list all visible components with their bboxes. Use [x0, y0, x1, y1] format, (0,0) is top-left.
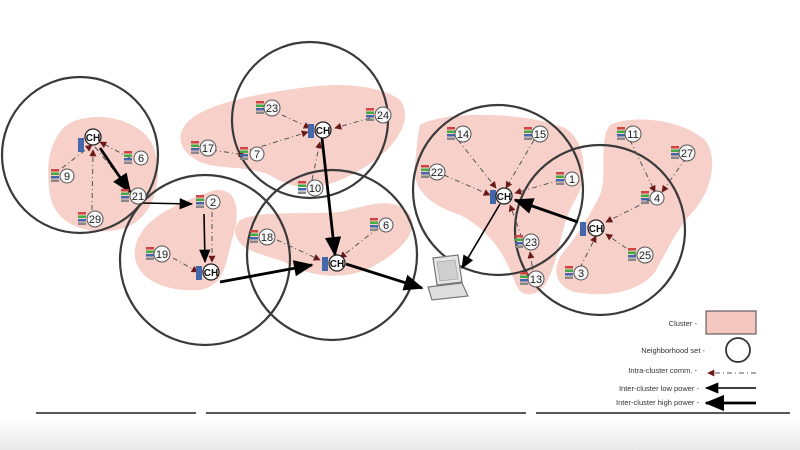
node-label: 23: [266, 103, 278, 115]
sensor-node-15: 15: [524, 125, 549, 143]
node-label: 19: [156, 249, 168, 261]
cluster-head-5: CH: [490, 187, 513, 205]
node-label: 2: [210, 197, 216, 209]
cluster-head-4: CH: [322, 254, 346, 272]
node-label: 24: [377, 110, 389, 122]
cluster-blob: [235, 203, 413, 276]
bottom-fade: [0, 418, 800, 450]
node-label: 6: [383, 220, 389, 232]
node-label: 21: [132, 191, 144, 203]
sensor-node-4: 4: [641, 190, 665, 206]
sensor-nodes: 9 6 21 29 23 24 17 7 10 2 19 18 6 14 15 …: [51, 99, 696, 288]
node-label: 23: [525, 237, 537, 249]
node-label: 3: [578, 268, 584, 280]
neighborhood-circle: [513, 143, 687, 317]
sensor-node-13: 13: [520, 270, 545, 288]
node-label: 27: [681, 148, 693, 160]
node-label: 11: [627, 129, 638, 141]
sensor-node-24: 24: [366, 106, 392, 124]
cluster-head-3: CH: [196, 263, 220, 281]
node-label: 4: [654, 193, 660, 205]
sensor-node-17: 17: [191, 139, 217, 157]
sensor-node-23: 23: [256, 99, 281, 117]
sensor-node-3: 3: [565, 265, 589, 281]
legend-intra-label: Intra-cluster comm. -: [628, 366, 697, 375]
neighborhood-circle: [245, 168, 419, 342]
sensor-node-25: 25: [628, 246, 654, 264]
neighborhood-circle: [0, 75, 160, 235]
sensor-node-6: 6: [370, 217, 394, 233]
svg-text:CH: CH: [497, 192, 511, 203]
svg-text:CH: CH: [589, 224, 603, 235]
legend-inter-high-label: Inter-cluster high power -: [616, 398, 699, 407]
legend-neighborhood-label: Neighborhood set -: [641, 346, 705, 355]
cluster-head-6: CH: [580, 219, 605, 237]
sink-laptop-icon: [427, 254, 469, 301]
sensor-node-29: 29: [78, 210, 104, 228]
legend-cluster-swatch: [705, 310, 757, 335]
inter-cluster-links: [98, 137, 579, 291]
sensor-node-27: 27: [671, 144, 696, 162]
node-label: 9: [64, 171, 70, 183]
sensor-node-11: 11: [617, 125, 642, 143]
cluster-blob: [556, 119, 713, 295]
legend: Cluster - Neighborhood set - Intra-clust…: [616, 310, 757, 412]
svg-text:CH: CH: [204, 268, 218, 279]
sensor-node-21: 22: [421, 163, 446, 181]
node-label: 1: [569, 174, 575, 186]
neighborhood-circle: [118, 173, 292, 347]
cluster-regions: [48, 85, 713, 295]
node-label: 18: [261, 232, 273, 244]
neighborhood-sets: [0, 40, 687, 347]
sensor-node-19: 19: [146, 245, 171, 263]
cluster-heads: CH CH CH CH CH CH: [78, 121, 605, 281]
node-label: 10: [309, 183, 321, 195]
sensor-node-2: 2: [196, 194, 221, 210]
cluster-head-1: CH: [78, 128, 102, 152]
legend-cluster-label: Cluster -: [669, 319, 698, 328]
sensor-node-14: 14: [447, 125, 472, 143]
legend-inter-low-label: Inter-cluster low power -: [619, 384, 700, 393]
cluster-blob: [48, 117, 158, 232]
node-label: 6: [138, 153, 144, 165]
node-label: 29: [89, 214, 101, 226]
sensor-node-5: 6: [124, 150, 149, 166]
sensor-node-20: 21: [121, 187, 147, 205]
node-label: 15: [534, 129, 546, 141]
sensor-node-7: 7: [240, 146, 265, 162]
legend-neighborhood-swatch: [725, 337, 751, 363]
svg-text:CH: CH: [86, 133, 100, 144]
svg-text:CH: CH: [330, 259, 344, 270]
sensor-node-22: 23: [515, 233, 540, 251]
svg-text:CH: CH: [316, 126, 330, 137]
node-label: 17: [202, 143, 214, 155]
node-label: 22: [431, 167, 443, 179]
cluster-head-2: CH: [308, 121, 332, 139]
sensor-node-10: 10: [298, 179, 324, 197]
cluster-blob: [180, 85, 406, 188]
node-label: 25: [639, 250, 651, 262]
node-label: 13: [530, 274, 542, 286]
sensor-node-9: 9: [51, 168, 75, 184]
node-label: 14: [457, 129, 469, 141]
sensor-node-18: 18: [250, 228, 276, 246]
neighborhood-circle: [411, 103, 585, 277]
sensor-node-1: 1: [556, 171, 580, 187]
node-label: 7: [254, 149, 260, 161]
